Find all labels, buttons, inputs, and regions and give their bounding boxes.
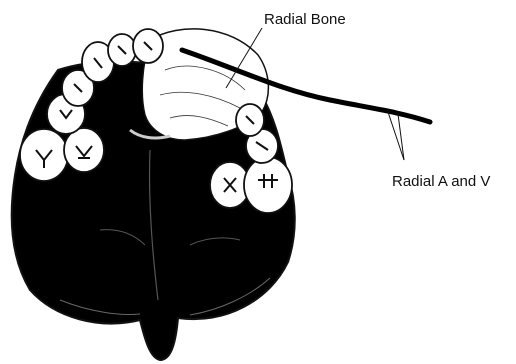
tooth [20,129,68,181]
radial-vessels-leader-1 [388,112,404,160]
radial-vessels-leader-2 [398,114,404,160]
tooth [64,128,104,172]
radial-vessels-label: Radial A and V [392,173,490,190]
tooth [244,157,292,213]
radial-bone-label: Radial Bone [264,11,346,28]
